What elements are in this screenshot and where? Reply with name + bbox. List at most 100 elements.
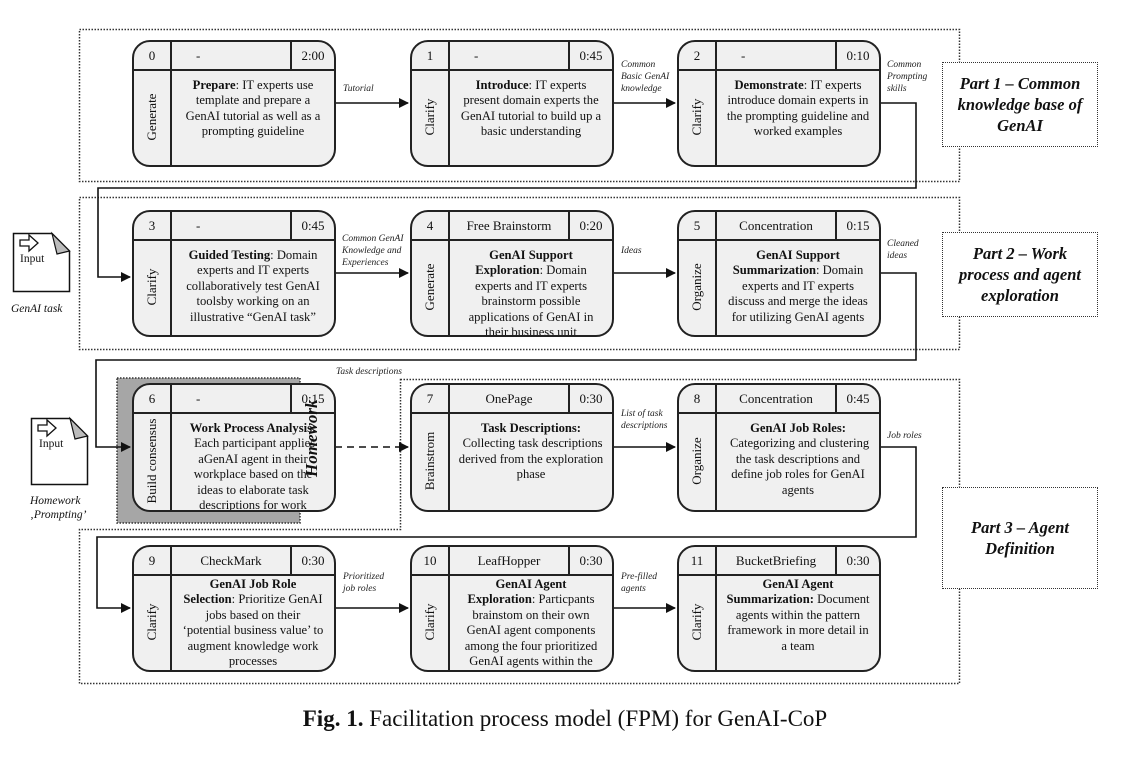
flow-label-tutorial: Tutorial — [343, 84, 374, 94]
step-header — [412, 385, 612, 414]
step-duration: 0:45 — [290, 212, 334, 239]
step-type: Organize — [679, 239, 717, 335]
step-text: IT experts introduce domain experts in t… — [726, 78, 870, 139]
step-duration: 0:15 — [835, 212, 879, 239]
arrow-2-to-3 — [97, 102, 917, 282]
step-description: Task Descriptions: Collecting task descr… — [450, 412, 612, 510]
input-arrow-icon — [37, 418, 57, 438]
step-title: GenAI Agent Summarization: — [726, 577, 834, 607]
flow-label-prioritized-roles: Prioritized job roles — [343, 572, 385, 594]
step-method: - — [741, 48, 746, 63]
step-number: 2 — [679, 42, 717, 69]
step-title-sep: : — [539, 263, 547, 278]
step-method: Concentration — [739, 391, 813, 406]
step-method: CheckMark — [200, 553, 262, 568]
part2-label: Part 2 – Work process and agent explorat… — [942, 232, 1098, 317]
step-title: Introduce — [475, 78, 529, 92]
step-description: Prepare: IT experts use template and pre… — [172, 69, 334, 165]
step-title: Task Descriptions: — [481, 421, 581, 435]
step-type-label: Organize — [689, 437, 704, 485]
step-type: Organize — [679, 412, 717, 510]
step-title-sep: : — [803, 78, 811, 92]
step-title-sep: : — [816, 263, 823, 278]
step-title-sep: : — [235, 78, 243, 92]
step-text: Prioritize GenAI jobs based on their ‘po… — [182, 592, 324, 669]
step-text: Collecting task descriptions derived fro… — [458, 436, 604, 482]
step-header — [412, 547, 612, 576]
step-header — [412, 212, 612, 241]
input-document-genai-task — [12, 231, 71, 293]
step-title: GenAI Job Roles: — [750, 421, 846, 435]
step-duration: 2:00 — [290, 42, 334, 69]
step-type-label: Organize — [689, 263, 704, 311]
step-text: Categorizing and clustering the task des… — [729, 436, 870, 497]
part3-area — [78, 378, 961, 685]
step-type-label: Generate — [144, 93, 159, 141]
input-label: Input — [39, 438, 64, 450]
step-method: Free Brainstorm — [466, 218, 552, 233]
step-type: Clarify — [412, 574, 450, 670]
flow-label-ideas: Ideas — [621, 246, 642, 256]
step-method: - — [196, 48, 201, 63]
step-title-sep: : — [531, 592, 539, 607]
step-duration: 0:15 — [290, 385, 334, 412]
input-arrow-icon — [19, 233, 39, 253]
step-method: - — [474, 48, 479, 63]
figure-caption-text: Facilitation process model (FPM) for Gen… — [363, 706, 828, 731]
step-type-label: Clarify — [144, 603, 159, 641]
step-duration: 0:30 — [835, 547, 879, 574]
step-duration: 0:30 — [568, 547, 612, 574]
step-title: GenAI Support Summarization — [732, 248, 840, 278]
step-number: 0 — [134, 42, 172, 69]
figure-caption-label: Fig. 1. — [302, 706, 364, 731]
step-method: - — [196, 218, 201, 233]
step-type: Clarify — [412, 69, 450, 165]
step-title-sep: : — [528, 78, 536, 92]
part3-label: Part 3 – Agent Definition — [942, 487, 1098, 589]
step-header — [679, 212, 879, 241]
step-header — [679, 385, 879, 414]
part1-label: Part 1 – Common knowledge base of GenAI — [942, 62, 1098, 147]
step-duration: 0:20 — [568, 212, 612, 239]
step-description: GenAI Job Role Selection: Prioritize Gen… — [172, 574, 334, 670]
step-text: Each participant applies aGenAI agent in… — [193, 436, 316, 512]
step-title: Guided Testing — [188, 248, 271, 262]
step-type-label: Clarify — [689, 603, 704, 641]
step-text: Domain experts and IT experts collaborat… — [186, 248, 320, 324]
step-type: Build consensus — [134, 412, 172, 510]
step-description: GenAI Agent Exploration: Particpants bra… — [450, 574, 612, 670]
step-text: IT experts present domain experts the Ge… — [460, 78, 602, 139]
flow-label-common-knowledge-exp: Common GenAI Knowledge and Experiences — [342, 234, 404, 268]
arrow-5-to-6 — [95, 272, 917, 452]
step-type-label: Clarify — [689, 98, 704, 136]
step-duration: 0:30 — [568, 385, 612, 412]
step-title: Work Process Analysis: — [189, 421, 317, 435]
step-title: GenAI Support Exploration — [475, 248, 573, 278]
step-type-label: Build consensus — [144, 418, 159, 504]
step-type: Clarify — [679, 574, 717, 670]
step-header — [134, 42, 334, 71]
step-type: Brainstrom — [412, 412, 450, 510]
step-text: IT experts use template and prepare a Ge… — [185, 78, 321, 139]
flow-label-common-prompting: Common Prompting skills — [887, 60, 928, 94]
step-method: Concentration — [739, 218, 813, 233]
input-label: Input — [20, 253, 45, 265]
step-description: GenAI Agent Summarization: Document agen… — [717, 574, 879, 670]
input-caption-genai-task: GenAI task — [11, 303, 63, 315]
step-header — [134, 547, 334, 576]
step-method: BucketBriefing — [735, 553, 817, 568]
step-number: 7 — [412, 385, 450, 412]
flow-label-task-descriptions: Task descriptions — [336, 367, 402, 377]
flow-label-common-basic: Common Basic GenAI knowledge — [621, 60, 670, 94]
